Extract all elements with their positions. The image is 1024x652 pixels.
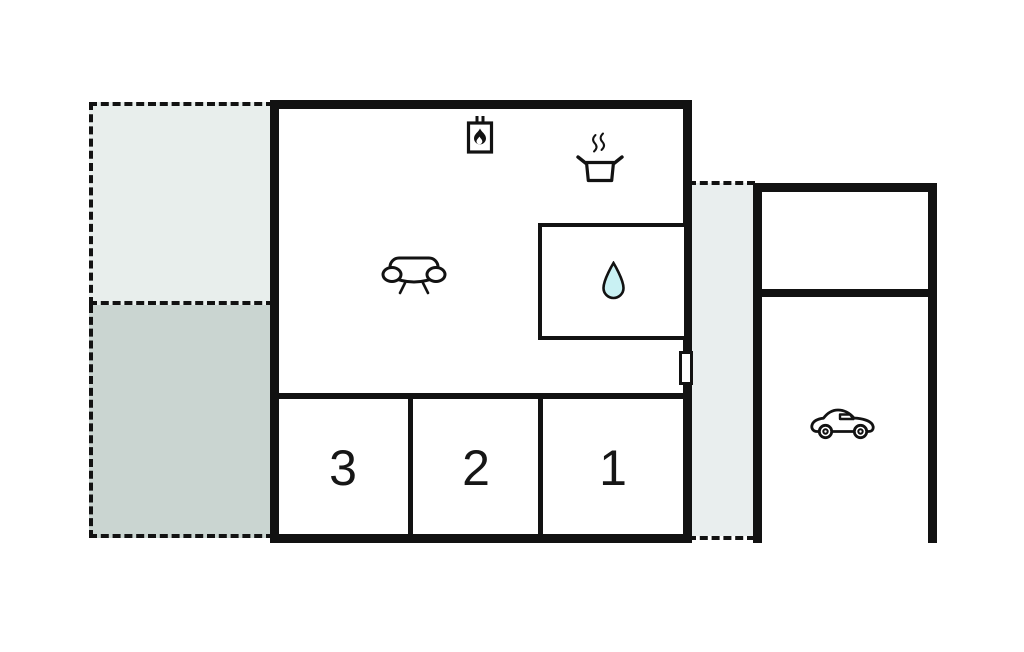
fireplace-icon <box>466 116 494 154</box>
steaming-pot-icon <box>576 132 624 183</box>
bedroom-wall-horizontal <box>277 393 688 399</box>
bedroom-1-label: 1 <box>599 440 627 496</box>
bedroom-wall-3-2 <box>408 397 413 537</box>
sofa-icon <box>381 256 447 295</box>
garage-divider-wall <box>756 289 934 297</box>
garage-outline <box>753 183 937 543</box>
bedroom-2-label: 2 <box>462 440 490 496</box>
terrace-upper <box>89 102 274 305</box>
water-drop-icon <box>602 261 625 300</box>
bedroom-3-label: 3 <box>329 440 357 496</box>
side-area-dash-bottom <box>688 536 755 540</box>
bedroom-wall-2-1 <box>538 397 543 537</box>
terrace-lower <box>89 305 274 538</box>
car-icon <box>810 408 875 440</box>
side-area <box>692 183 753 536</box>
side-area-dash-top <box>688 181 755 185</box>
entrance-door-marker <box>679 351 693 385</box>
